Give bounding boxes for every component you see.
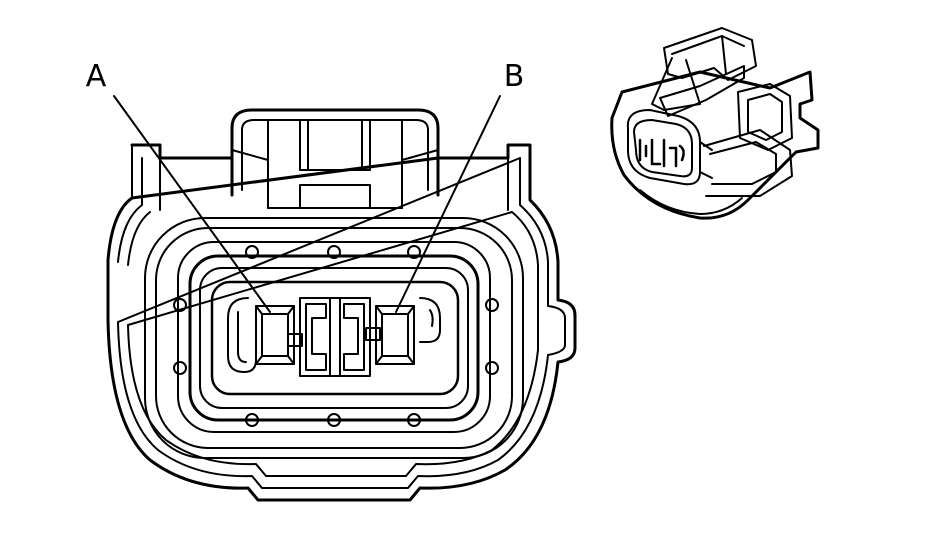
connector-iso-view xyxy=(610,27,820,220)
leader-line-b xyxy=(395,95,501,313)
terminal-a xyxy=(255,305,303,365)
label-a: A xyxy=(86,59,107,94)
connector-face-view: A B xyxy=(86,59,577,502)
seal-dots xyxy=(173,245,499,427)
terminal-cavity xyxy=(210,280,460,396)
leader-line-a xyxy=(113,95,271,313)
locking-tab xyxy=(230,108,440,209)
housing-outline xyxy=(106,143,577,502)
terminal-b xyxy=(365,305,415,365)
center-clips xyxy=(299,297,371,377)
leader-lines xyxy=(113,95,501,313)
seal-rings xyxy=(144,217,524,459)
label-b: B xyxy=(504,59,525,94)
